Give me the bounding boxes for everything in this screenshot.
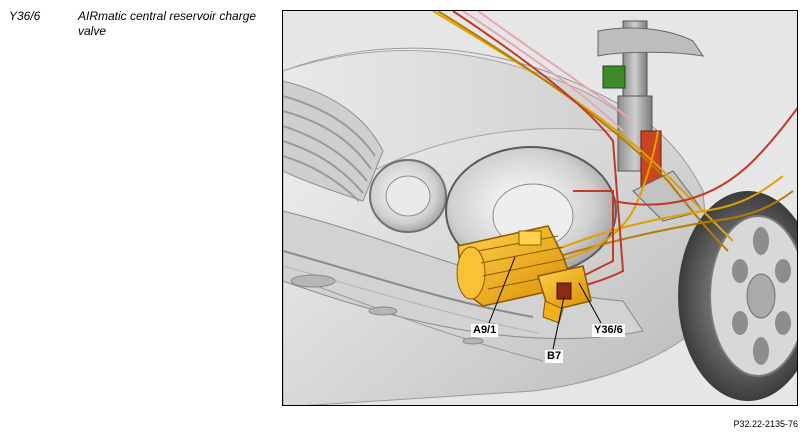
callout-leaders — [488, 256, 602, 350]
legend-description: AIRmatic central reservoir charge valve — [78, 9, 257, 38]
callout-y36-6: Y36/6 — [592, 324, 625, 337]
charge-valve-and-sensor — [537, 265, 592, 324]
vehicle-illustration: A9/1 B7 Y36/6 — [282, 10, 798, 406]
front-wheel — [678, 191, 797, 401]
air-lines — [452, 11, 797, 292]
figure-reference-id: P32.22-2135-76 — [733, 419, 798, 429]
bumper-vents — [290, 274, 484, 345]
callout-a9-1: A9/1 — [471, 324, 499, 337]
connector — [602, 65, 626, 89]
callout-b7: B7 — [545, 350, 564, 363]
legend-code: Y36/6 — [9, 9, 41, 23]
radiator-grille — [283, 80, 384, 202]
vehicle-drawing — [283, 11, 797, 405]
